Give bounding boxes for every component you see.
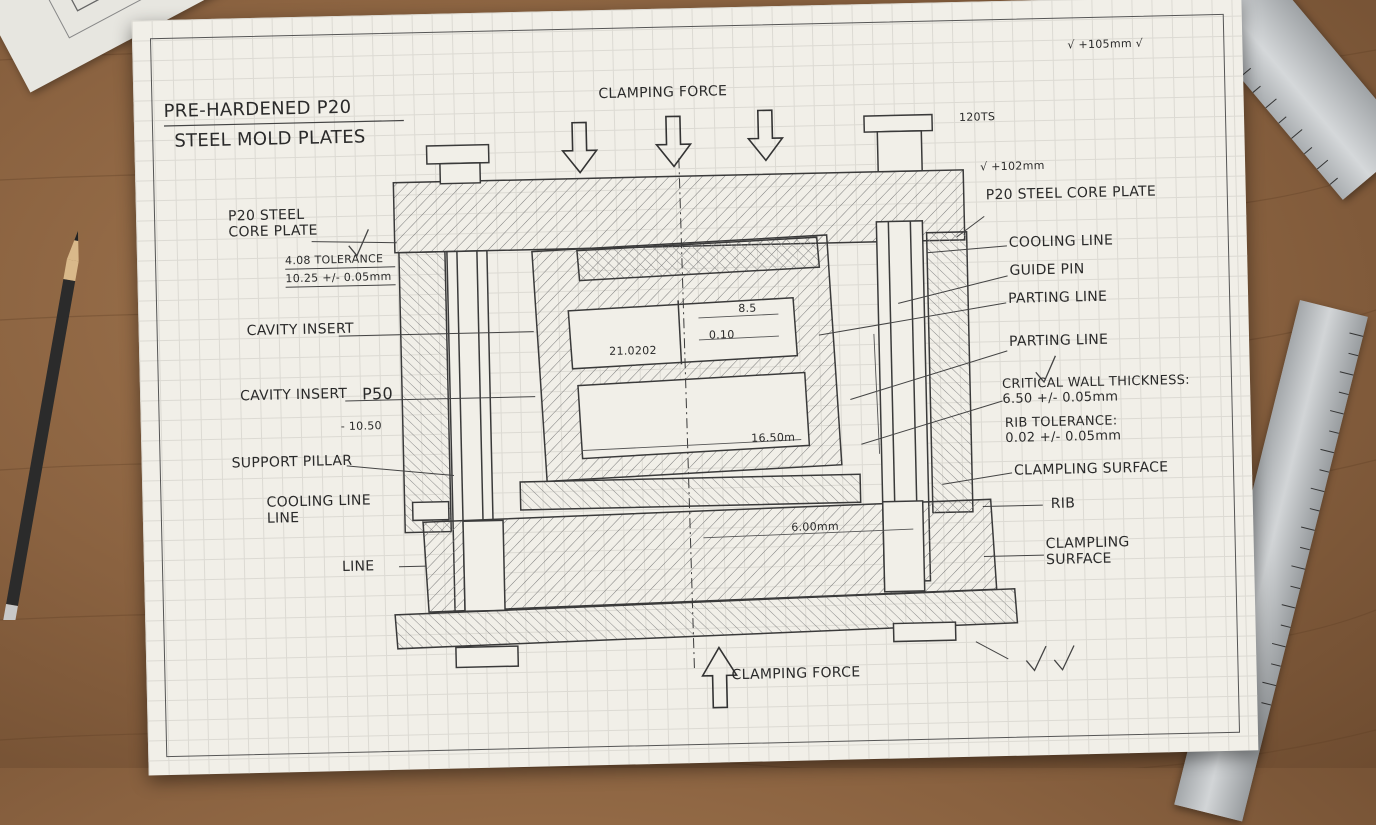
paper-sheet-corner — [0, 0, 278, 93]
arrow-down-1 — [560, 121, 599, 174]
label-dim-left: - 10.50 — [340, 419, 383, 434]
core-top-rib — [576, 236, 821, 282]
sketch-square-icon — [31, 0, 159, 39]
label-clamping-force-bottom: CLAMPING FORCE — [731, 664, 861, 684]
note-102mm: √ +102mm — [979, 159, 1045, 174]
title-line-1: PRE-HARDENED P20 — [163, 96, 352, 122]
bottom-pin-right — [892, 621, 957, 643]
steel-ruler-right — [1174, 300, 1368, 822]
dim-6-00: 6.00mm — [791, 519, 840, 534]
label-parting-line-1: PARTING LINE — [1007, 288, 1108, 307]
bottom-clamp-plate — [394, 588, 1019, 650]
label-parting-line-2: PARTING LINE — [1008, 331, 1109, 350]
base-pin-right — [881, 500, 926, 593]
leader-lines — [285, 215, 1044, 660]
base-pin-left — [462, 519, 506, 613]
dim-inner: 21.0202 — [609, 343, 657, 358]
cooling-line-left-block — [411, 500, 450, 522]
label-clampling-surface-2: CLAMPLING SURFACE — [1045, 534, 1130, 569]
guide-pin-upper-left — [439, 162, 482, 185]
support-pillar-right — [925, 231, 974, 514]
mold-cross-section-drawing — [285, 109, 1075, 709]
clamping-force-arrows-top — [560, 109, 785, 174]
dim-16-50: 16.50m — [751, 430, 796, 445]
label-guide-pin: GUIDE PIN — [1009, 261, 1085, 279]
arrow-up-bottom — [701, 645, 739, 709]
guide-pin-cap-right — [863, 113, 934, 133]
label-clamping-force-top: CLAMPING FORCE — [598, 83, 728, 103]
arrow-down-3 — [746, 109, 785, 162]
label-cavity-insert-1: CAVITY INSERT — [246, 320, 355, 340]
cavity-insert-lower — [577, 371, 811, 460]
label-cavity-insert-2: CAVITY INSERT — [239, 385, 348, 405]
support-pillar-left — [398, 250, 453, 534]
dim-0-10: 0.10 — [708, 328, 735, 342]
label-support-pillar: SUPPORT PILLAR — [231, 452, 353, 472]
ejector-strip — [519, 473, 862, 511]
title-underline — [163, 119, 404, 127]
blueprint-sheet: PRE-HARDENED P20 STEEL MOLD PLATES CLAMP… — [131, 0, 1259, 776]
arrow-down-2 — [654, 115, 693, 168]
center-line — [678, 158, 695, 669]
ruler-ticks — [1261, 332, 1364, 706]
title-line-2: STEEL MOLD PLATES — [174, 126, 366, 152]
dimension-lines — [581, 313, 914, 539]
pencil — [2, 230, 79, 620]
label-tolerance-2: 10.25 +/- 0.05mm — [285, 269, 392, 286]
label-tolerance-1: 4.08 TOLERANCE — [284, 252, 384, 268]
cavity-insert-upper — [567, 296, 799, 370]
label-p50: P50 — [361, 383, 394, 404]
surface-finish-symbols — [348, 229, 1075, 672]
label-line-left: LINE — [341, 558, 375, 576]
guide-pin-upper-right — [876, 130, 923, 173]
label-cooling-line-left: COOLING LINE LINE — [266, 492, 372, 527]
note-top-right: √ +105mm √ — [1067, 36, 1144, 52]
label-rib: RIB — [1050, 495, 1076, 512]
label-cooling-line-right: COOLING LINE — [1008, 232, 1114, 251]
bottom-pin-left — [455, 645, 520, 669]
dim-8-5: 8.5 — [738, 301, 757, 315]
label-p20-core-plate-left: P20 STEEL CORE PLATE — [227, 206, 318, 241]
guide-pin-cap-left — [425, 143, 490, 165]
label-rib-tolerance: RIB TOLERANCE: 0.02 +/- 0.05mm — [1004, 413, 1122, 446]
label-critical-wall-thickness: CRITICAL WALL THICKNESS: 6.50 +/- 0.05mm — [1001, 372, 1191, 407]
note-120ts: 120TS — [958, 110, 996, 124]
